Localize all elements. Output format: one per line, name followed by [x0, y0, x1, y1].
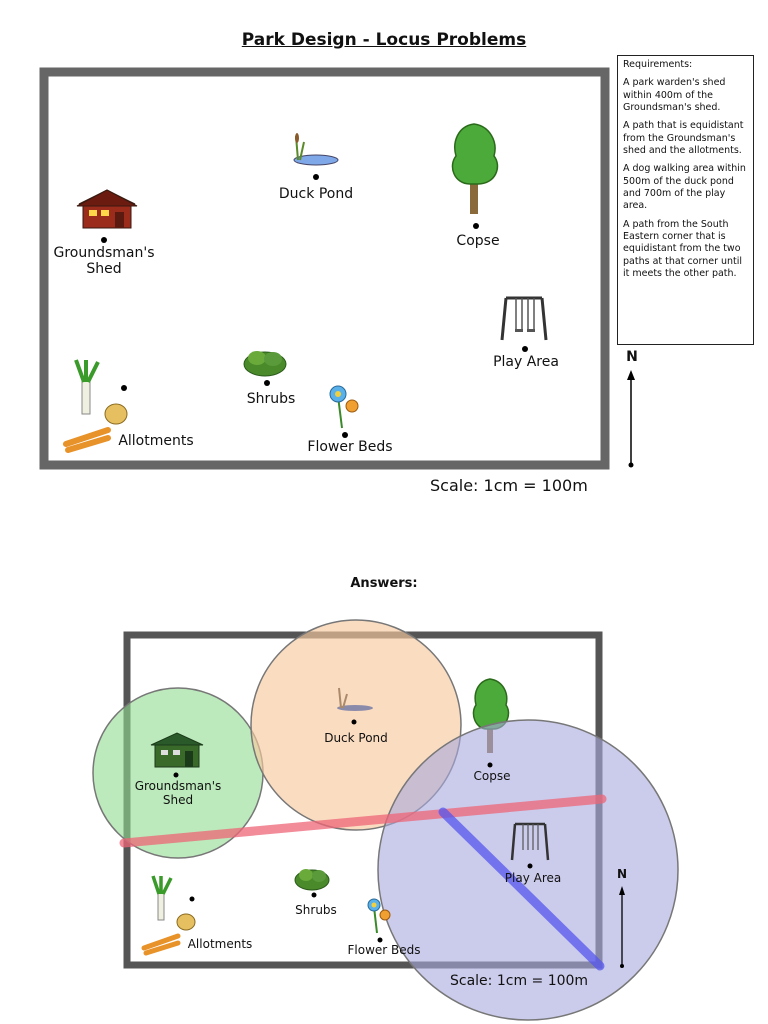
- flower-icon: [329, 385, 359, 429]
- duck-pond-icon-answers: [337, 687, 373, 711]
- duck-pond-label: Duck Pond: [278, 186, 354, 202]
- requirements-box: Requirements: A park warden's shed withi…: [617, 55, 754, 345]
- duck-pond-icon: [293, 133, 339, 166]
- groundsman-label: Groundsman's Shed: [44, 245, 164, 277]
- allotments-label-answers: Allotments: [187, 937, 253, 951]
- requirement-item: A dog walking area within 500m of the du…: [623, 163, 746, 212]
- shrubs-point: [264, 380, 270, 386]
- requirement-item: A park warden's shed within 400m of the …: [623, 77, 726, 114]
- scale-label-top: Scale: 1cm = 100m: [430, 476, 588, 495]
- north-arrow-head-answers: [619, 886, 625, 895]
- groundsman-label-line1: Groundsman's: [53, 245, 155, 261]
- north-label-answers: N: [616, 867, 628, 881]
- park-border-top: [39, 67, 610, 470]
- allotments-label: Allotments: [118, 433, 194, 449]
- duck-pond-label-answers: Duck Pond: [324, 731, 388, 745]
- red-path: [119, 794, 607, 848]
- requirements-heading: Requirements:: [623, 59, 693, 70]
- allotments-icon: [63, 359, 128, 453]
- allotments-icon-answers: [141, 875, 196, 956]
- groundsman-label-answers-line2: Shed: [162, 793, 194, 807]
- flower-beds-label: Flower Beds: [307, 439, 393, 455]
- flower-icon-answers: [367, 898, 391, 934]
- shrubs-label-answers: Shrubs: [295, 903, 337, 917]
- play-area-label: Play Area: [493, 354, 559, 370]
- copse-point: [473, 223, 479, 229]
- shrubs-label: Shrubs: [246, 391, 296, 407]
- shed-icon: [76, 189, 138, 229]
- flower-beds-point: [342, 432, 348, 438]
- allotments-point: [121, 385, 127, 391]
- duck-pond-point: [313, 174, 319, 180]
- copse-label: Copse: [456, 233, 500, 249]
- shed-point: [101, 237, 107, 243]
- groundsman-label-line2: Shed: [86, 261, 122, 277]
- blue-path: [438, 807, 605, 971]
- swing-icon-answers: [510, 822, 550, 861]
- requirement-item: A path that is equidistant from the Grou…: [623, 120, 744, 157]
- scale-label-answers: Scale: 1cm = 100m: [450, 973, 589, 989]
- play-area-point: [522, 346, 528, 352]
- shrubs-icon-answers: [294, 869, 330, 891]
- flower-beds-label-answers: Flower Beds: [347, 943, 421, 957]
- copse-label-answers: Copse: [473, 769, 511, 783]
- groundsman-label-answers: Groundsman's Shed: [128, 779, 228, 807]
- shrubs-icon: [243, 351, 287, 377]
- copse-tree-icon: [451, 123, 499, 214]
- swing-icon: [500, 296, 548, 341]
- page-title: Park Design - Locus Problems: [241, 30, 527, 50]
- groundsman-label-answers-line1: Groundsman's: [134, 779, 222, 793]
- north-label-top: N: [626, 349, 638, 365]
- requirement-item: A path from the South Eastern corner tha…: [623, 218, 743, 280]
- shed-icon-answers: [150, 732, 204, 768]
- pond-region-circle: [250, 619, 462, 831]
- north-arrow-head-top: [627, 370, 635, 380]
- answers-title: Answers:: [350, 576, 418, 591]
- play-area-label-answers: Play Area: [504, 871, 562, 885]
